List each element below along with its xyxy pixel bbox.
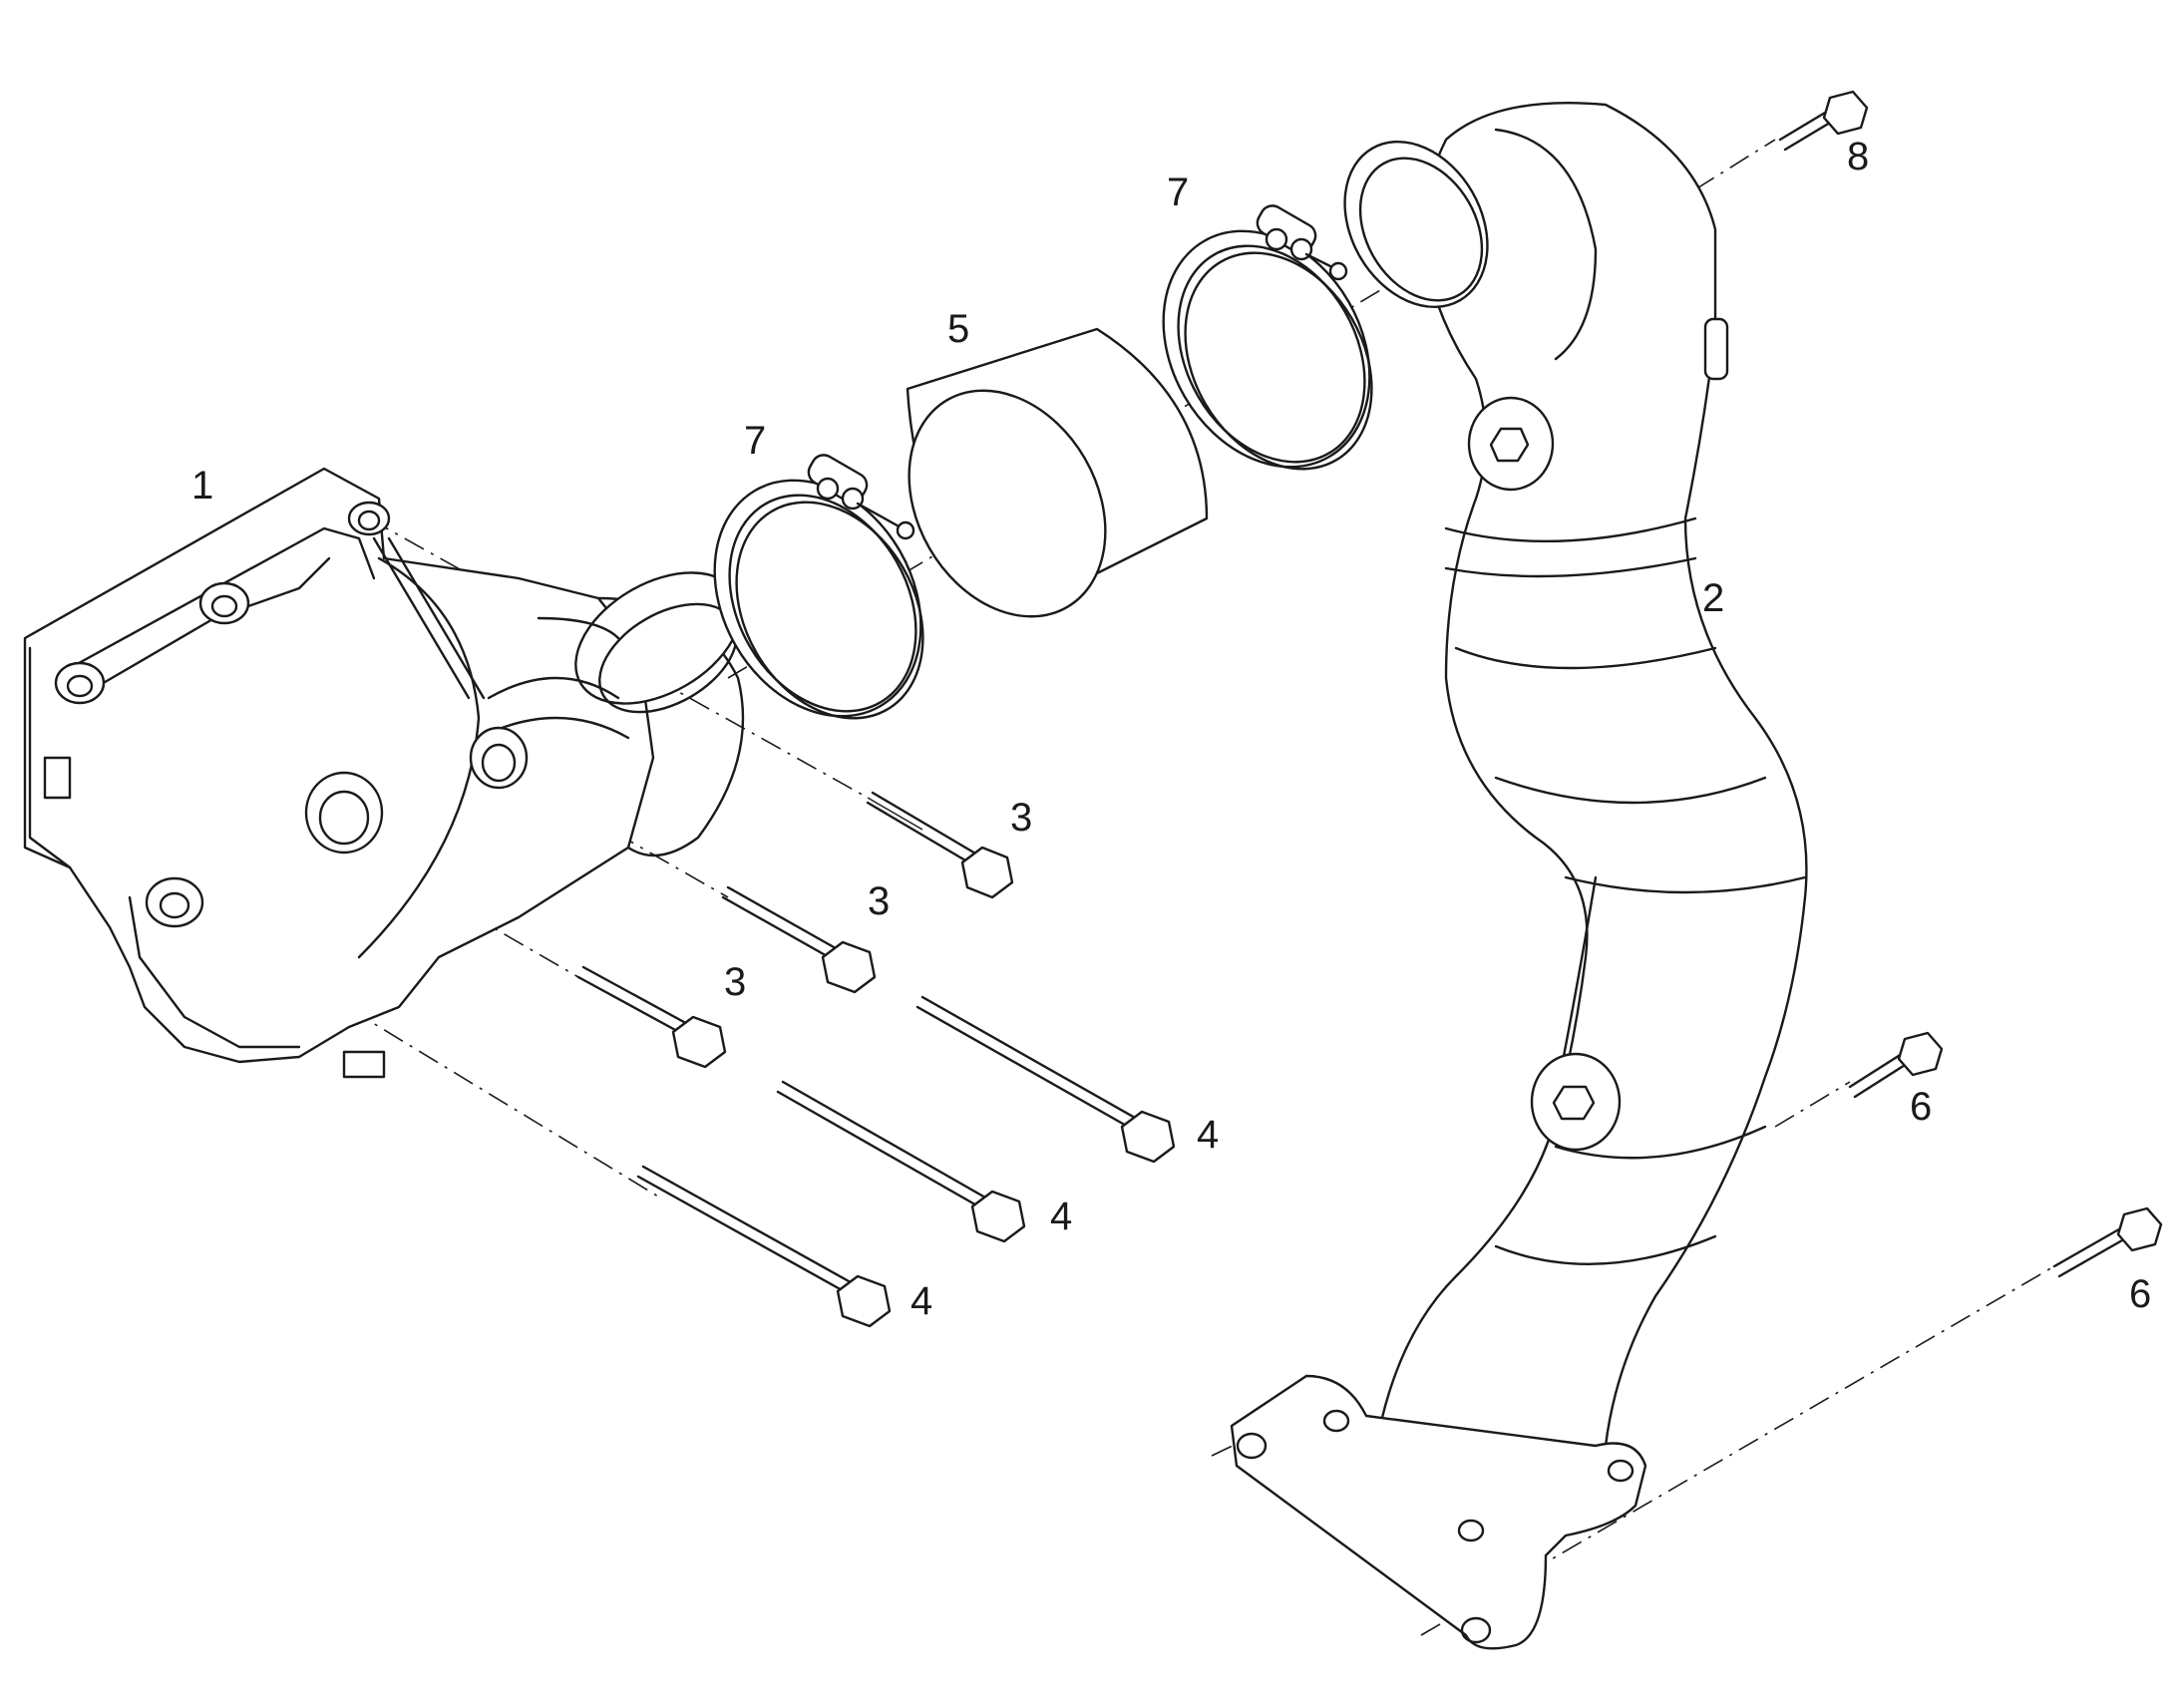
pipe-bolt-bottom: [2052, 1206, 2163, 1278]
long-bolt-2: [776, 1080, 1026, 1243]
hose-clamp-right: [1162, 204, 1373, 471]
short-bolt-3: [576, 965, 727, 1069]
callout-short-bolt-c: 3: [724, 960, 747, 1004]
pipe-bolt-mid: [1848, 1031, 1944, 1099]
callout-bolt-mid: 6: [1910, 1085, 1933, 1129]
callout-long-bolt-c: 4: [910, 1279, 933, 1323]
long-bolt-3: [636, 1165, 892, 1328]
callout-cover: 1: [191, 464, 214, 508]
callout-pipe: 2: [1702, 576, 1725, 620]
callout-sleeve: 5: [947, 307, 970, 351]
short-bolt-1: [866, 791, 1014, 899]
charge-air-pipe: [1230, 102, 1808, 1650]
callout-long-bolt-b: 4: [1050, 1195, 1073, 1238]
callout-short-bolt-a: 3: [1010, 796, 1033, 840]
callout-bolt-bottom: 6: [2129, 1272, 2152, 1316]
short-bolt-2: [721, 885, 877, 994]
hose-clamp-left: [713, 454, 924, 720]
callout-short-bolt-b: 3: [868, 879, 891, 923]
callout-clamp-left: 7: [744, 419, 767, 463]
callout-long-bolt-a: 4: [1197, 1113, 1220, 1157]
connector-sleeve: [906, 327, 1209, 618]
intake-cover-part: [23, 467, 745, 1079]
callout-clamp-right: 7: [1167, 171, 1190, 214]
long-bolt-1: [915, 995, 1176, 1164]
callout-bolt-top: 8: [1847, 135, 1870, 178]
pipe-bolt-top: [1778, 90, 1869, 152]
